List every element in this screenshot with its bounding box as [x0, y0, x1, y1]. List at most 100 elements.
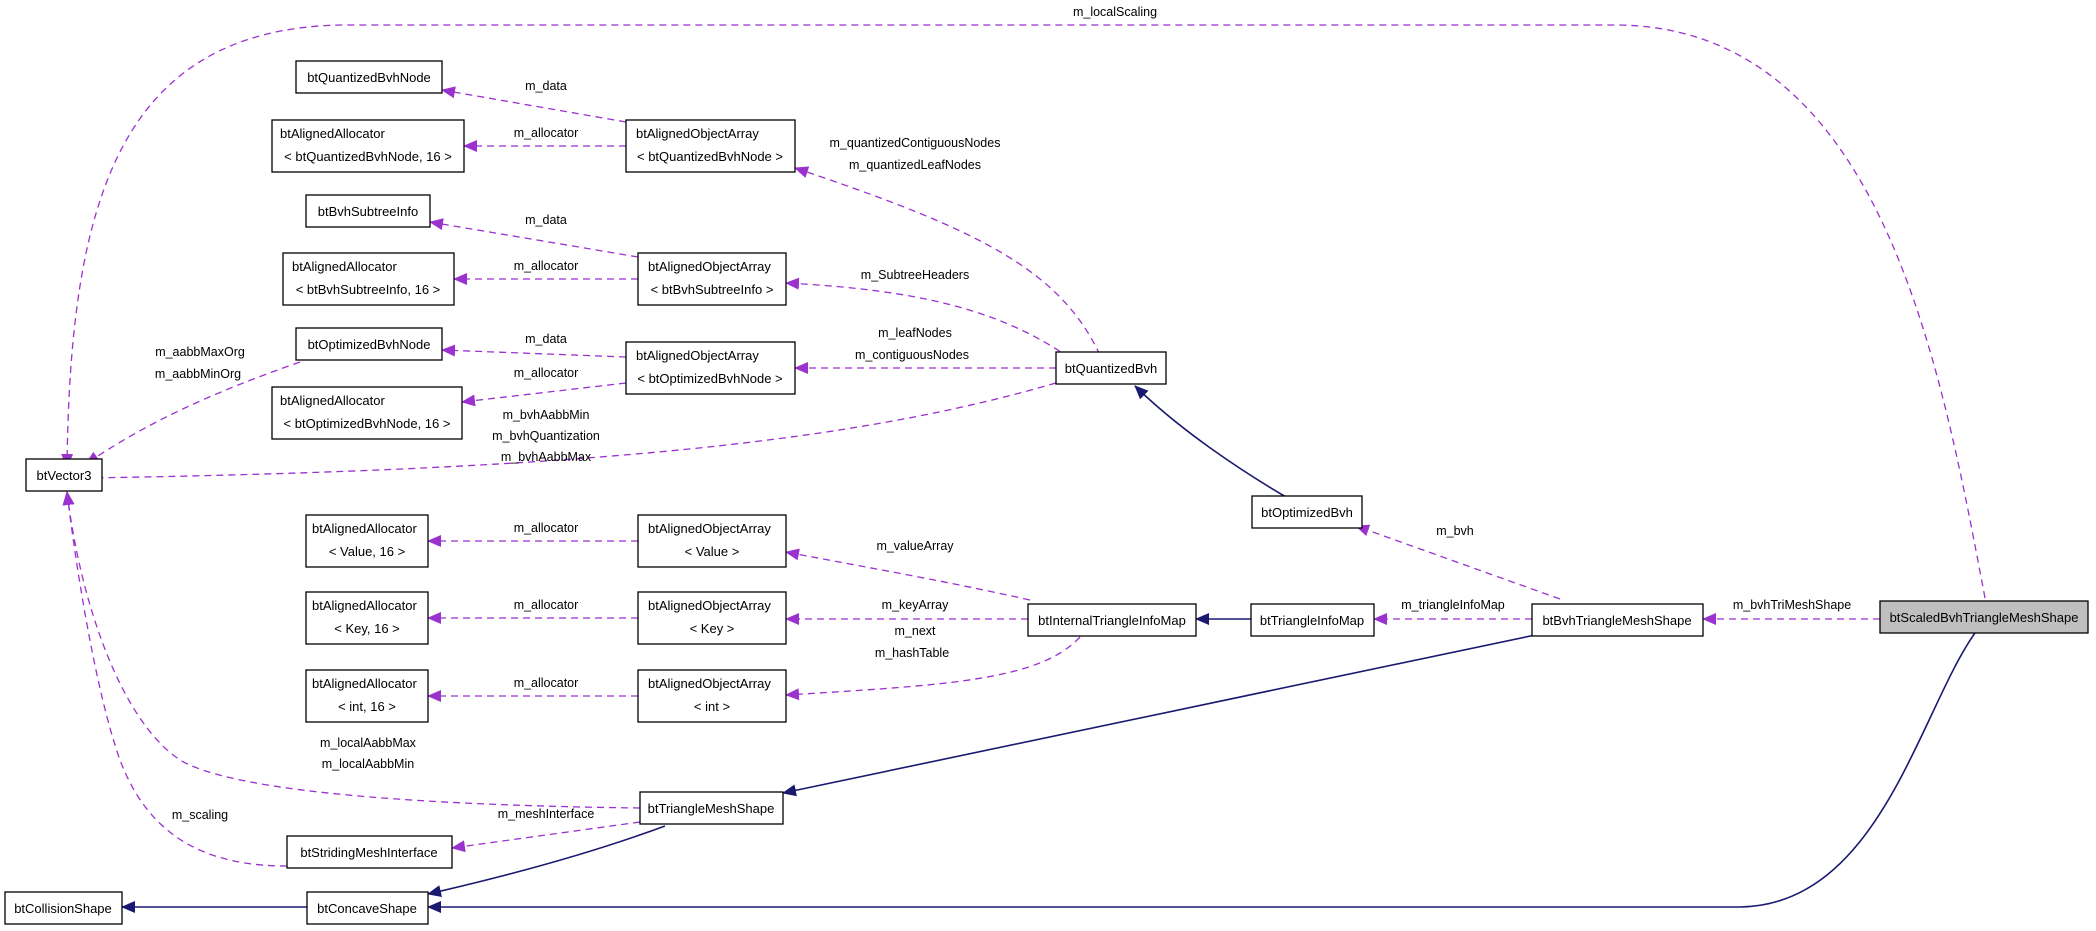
node-btTriangleMeshShape[interactable]: btTriangleMeshShape: [639, 791, 784, 825]
node-btBvhSubtreeInfo[interactable]: btBvhSubtreeInfo: [305, 194, 431, 228]
svg-text:btTriangleMeshShape: btTriangleMeshShape: [648, 801, 775, 816]
node-arrInt[interactable]: btAlignedObjectArray < int >: [637, 669, 787, 723]
node-btOptimizedBvh[interactable]: btOptimizedBvh: [1251, 495, 1363, 529]
edge-quantizedNodes: [794, 166, 1101, 356]
svg-text:< btOptimizedBvhNode, 16 >: < btOptimizedBvhNode, 16 >: [284, 416, 451, 431]
label-bvhAabb-1: m_bvhQuantization: [492, 429, 600, 443]
svg-text:btVector3: btVector3: [37, 468, 92, 483]
svg-text:btTriangleInfoMap: btTriangleInfoMap: [1260, 613, 1364, 628]
label-aabbOrg-1: m_aabbMinOrg: [155, 367, 241, 381]
svg-text:btAlignedAllocator: btAlignedAllocator: [312, 598, 417, 613]
edge-data2: [429, 218, 639, 258]
edge-localScaling: [61, 24, 1986, 599]
svg-text:btAlignedObjectArray: btAlignedObjectArray: [648, 521, 771, 536]
label-quantizedNodes-1: m_quantizedLeafNodes: [849, 158, 981, 172]
label-data2: m_data: [525, 213, 567, 227]
node-btQuantizedBvhNode[interactable]: btQuantizedBvhNode: [295, 60, 443, 94]
label-bvhTriMeshShape: m_bvhTriMeshShape: [1733, 598, 1851, 612]
node-btTriangleInfoMap[interactable]: btTriangleInfoMap: [1250, 603, 1375, 637]
node-btStridingMeshInterface[interactable]: btStridingMeshInterface: [286, 835, 453, 869]
label-aabbOrg-0: m_aabbMaxOrg: [155, 345, 245, 359]
svg-text:btScaledBvhTriangleMeshShape: btScaledBvhTriangleMeshShape: [1890, 610, 2079, 625]
svg-text:btAlignedAllocator: btAlignedAllocator: [280, 393, 385, 408]
node-btCollisionShape[interactable]: btCollisionShape: [4, 891, 123, 925]
svg-text:btConcaveShape: btConcaveShape: [317, 901, 417, 916]
svg-text:btQuantizedBvh: btQuantizedBvh: [1065, 361, 1158, 376]
svg-text:< Value >: < Value >: [685, 544, 740, 559]
node-btInternalTriangleInfoMap[interactable]: btInternalTriangleInfoMap: [1027, 603, 1197, 637]
node-arrBvhSubtreeInfo[interactable]: btAlignedObjectArray < btBvhSubtreeInfo …: [637, 252, 787, 306]
node-arrQuantizedBvhNode[interactable]: btAlignedObjectArray < btQuantizedBvhNod…: [625, 119, 796, 173]
label-data3: m_data: [525, 332, 567, 346]
label-meshInterface: m_meshInterface: [498, 807, 595, 821]
svg-text:btCollisionShape: btCollisionShape: [14, 901, 112, 916]
svg-text:btStridingMeshInterface: btStridingMeshInterface: [300, 845, 437, 860]
edge-meshInterface: [451, 821, 641, 853]
edge-valueArray: [785, 548, 1031, 601]
svg-text:< int >: < int >: [694, 699, 730, 714]
node-btBvhTriangleMeshShape[interactable]: btBvhTriangleMeshShape: [1531, 603, 1704, 637]
node-allocBvhSubtreeInfo[interactable]: btAlignedAllocator < btBvhSubtreeInfo, 1…: [282, 252, 455, 306]
node-arrKey[interactable]: btAlignedObjectArray < Key >: [637, 591, 787, 645]
svg-text:btAlignedObjectArray: btAlignedObjectArray: [636, 348, 759, 363]
svg-text:< Value, 16 >: < Value, 16 >: [329, 544, 405, 559]
node-btScaledBvhTriangleMeshShape[interactable]: btScaledBvhTriangleMeshShape: [1879, 600, 2089, 634]
svg-text:< int, 16 >: < int, 16 >: [338, 699, 396, 714]
svg-text:< Key >: < Key >: [690, 621, 735, 636]
svg-text:< btQuantizedBvhNode, 16 >: < btQuantizedBvhNode, 16 >: [284, 149, 452, 164]
svg-text:< btBvhSubtreeInfo, 16 >: < btBvhSubtreeInfo, 16 >: [296, 282, 441, 297]
svg-text:< btOptimizedBvhNode >: < btOptimizedBvhNode >: [637, 371, 782, 386]
label-bvh: m_bvh: [1436, 524, 1474, 538]
svg-text:btAlignedAllocator: btAlignedAllocator: [292, 259, 397, 274]
svg-text:btAlignedObjectArray: btAlignedObjectArray: [648, 598, 771, 613]
svg-text:btAlignedObjectArray: btAlignedObjectArray: [636, 126, 759, 141]
svg-text:btQuantizedBvhNode: btQuantizedBvhNode: [307, 70, 431, 85]
node-arrValue[interactable]: btAlignedObjectArray < Value >: [637, 514, 787, 568]
svg-text:btAlignedAllocator: btAlignedAllocator: [280, 126, 385, 141]
label-alloc1: m_allocator: [514, 126, 579, 140]
svg-text:btAlignedAllocator: btAlignedAllocator: [312, 676, 417, 691]
svg-text:btBvhSubtreeInfo: btBvhSubtreeInfo: [318, 204, 418, 219]
node-allocValue[interactable]: btAlignedAllocator < Value, 16 >: [305, 514, 429, 568]
edge-subtreeHeaders: [785, 277, 1071, 359]
node-allocInt[interactable]: btAlignedAllocator < int, 16 >: [305, 669, 429, 723]
inherit-optimizedbvh-quantizedbvh: [1134, 385, 1287, 498]
svg-text:< btBvhSubtreeInfo >: < btBvhSubtreeInfo >: [651, 282, 774, 297]
label-valueArray: m_valueArray: [876, 539, 954, 553]
node-arrOptimizedBvhNode[interactable]: btAlignedObjectArray < btOptimizedBvhNod…: [625, 341, 796, 395]
label-subtreeHeaders: m_SubtreeHeaders: [861, 268, 969, 282]
edge-bvhAabb: [85, 382, 1057, 484]
edge-bvh: [1355, 524, 1561, 600]
node-btVector3[interactable]: btVector3: [25, 458, 103, 492]
label-bvhAabb-0: m_bvhAabbMin: [503, 408, 590, 422]
label-triangleInfoMap: m_triangleInfoMap: [1401, 598, 1505, 612]
node-allocQuantizedBvhNode[interactable]: btAlignedAllocator < btQuantizedBvhNode,…: [271, 119, 465, 173]
label-quantizedNodes-0: m_quantizedContiguousNodes: [830, 136, 1001, 150]
svg-text:btOptimizedBvh: btOptimizedBvh: [1261, 505, 1353, 520]
label-alloc3: m_allocator: [514, 366, 579, 380]
node-btOptimizedBvhNode[interactable]: btOptimizedBvhNode: [295, 327, 443, 361]
label-alloc6: m_allocator: [514, 676, 579, 690]
label-localScaling: m_localScaling: [1073, 5, 1157, 19]
edge-localAabb: [62, 491, 641, 809]
svg-text:btInternalTriangleInfoMap: btInternalTriangleInfoMap: [1038, 613, 1186, 628]
svg-text:btBvhTriangleMeshShape: btBvhTriangleMeshShape: [1542, 613, 1691, 628]
node-allocOptimizedBvhNode[interactable]: btAlignedAllocator < btOptimizedBvhNode,…: [271, 386, 463, 440]
node-btQuantizedBvh[interactable]: btQuantizedBvh: [1055, 351, 1167, 385]
label-nextHash-0: m_next: [895, 624, 937, 638]
node-btConcaveShape[interactable]: btConcaveShape: [306, 891, 429, 925]
label-leafNodes-0: m_leafNodes: [878, 326, 952, 340]
edge-data1: [441, 86, 627, 123]
label-localAabb-1: m_localAabbMin: [322, 757, 414, 771]
node-allocKey[interactable]: btAlignedAllocator < Key, 16 >: [305, 591, 429, 645]
edge-nextHash: [785, 636, 1081, 701]
edge-data3: [441, 344, 627, 358]
svg-text:btOptimizedBvhNode: btOptimizedBvhNode: [308, 337, 431, 352]
label-leafNodes-1: m_contiguousNodes: [855, 348, 969, 362]
label-localAabb-0: m_localAabbMax: [320, 736, 417, 750]
label-alloc5: m_allocator: [514, 598, 579, 612]
inherit-scaled-concave: [427, 632, 1976, 913]
label-alloc2: m_allocator: [514, 259, 579, 273]
svg-text:btAlignedAllocator: btAlignedAllocator: [312, 521, 417, 536]
